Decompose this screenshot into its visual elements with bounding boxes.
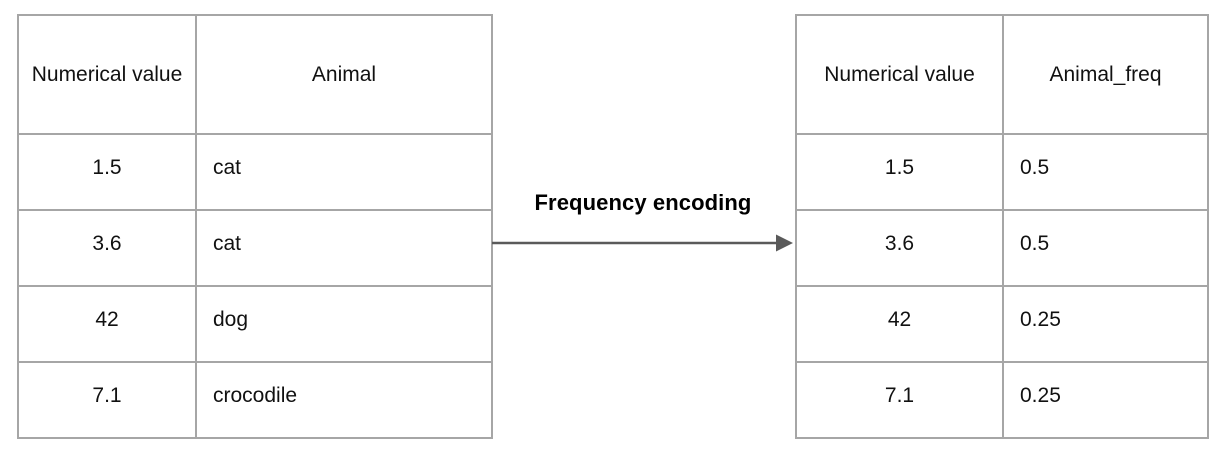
cell-text: cat (213, 156, 242, 179)
result-table: Numerical value Animal_freq 1.5 0.5 3.6 (795, 14, 1209, 439)
cell-text: 0.5 (1020, 232, 1050, 255)
source-cell-value: 42 (17, 285, 197, 363)
result-cell-freq: 0.25 (1002, 285, 1209, 363)
cell-text: 3.6 (92, 232, 122, 255)
source-header-animal: Animal (195, 14, 493, 135)
table-header-row: Numerical value Animal (17, 14, 493, 135)
cell-text: 0.25 (1020, 384, 1061, 407)
result-cell-freq: 0.5 (1002, 133, 1209, 211)
table-row: 1.5 cat (17, 133, 493, 211)
source-cell-animal: cat (195, 209, 493, 287)
header-label: Animal (311, 62, 377, 86)
result-header-animal-freq: Animal_freq (1002, 14, 1209, 135)
result-cell-value: 3.6 (795, 209, 1004, 287)
cell-text: cat (213, 232, 242, 255)
table-row: 1.5 0.5 (795, 133, 1209, 211)
cell-text: 0.25 (1020, 308, 1061, 331)
source-cell-value: 1.5 (17, 133, 197, 211)
transform-label: Frequency encoding (534, 190, 752, 215)
source-cell-value: 7.1 (17, 361, 197, 439)
source-cell-animal: cat (195, 133, 493, 211)
source-table: Numerical value Animal 1.5 cat 3.6 (17, 14, 493, 439)
result-cell-value: 1.5 (795, 133, 1004, 211)
result-cell-freq: 0.25 (1002, 361, 1209, 439)
right-arrow-icon (492, 234, 793, 252)
table-row: 42 dog (17, 285, 493, 363)
source-cell-value: 3.6 (17, 209, 197, 287)
cell-text: 7.1 (884, 384, 915, 407)
table-row: 3.6 0.5 (795, 209, 1209, 287)
transform-annotation: Frequency encoding (490, 190, 796, 260)
cell-text: 42 (887, 308, 912, 331)
header-label: Numerical value (824, 62, 975, 86)
table-header-row: Numerical value Animal_freq (795, 14, 1209, 135)
source-cell-animal: dog (195, 285, 493, 363)
table-row: 7.1 0.25 (795, 361, 1209, 439)
header-label: Numerical value (31, 62, 183, 86)
cell-text: dog (213, 308, 249, 331)
cell-text: 0.5 (1020, 156, 1050, 179)
result-cell-freq: 0.5 (1002, 209, 1209, 287)
source-cell-animal: crocodile (195, 361, 493, 439)
cell-text: crocodile (213, 384, 298, 407)
source-header-numerical-value: Numerical value (17, 14, 197, 135)
result-cell-value: 42 (795, 285, 1004, 363)
header-label: Animal_freq (1049, 62, 1162, 86)
table-row: 7.1 crocodile (17, 361, 493, 439)
result-header-numerical-value: Numerical value (795, 14, 1004, 135)
cell-text: 1.5 (92, 156, 122, 179)
table-row: 42 0.25 (795, 285, 1209, 363)
cell-text: 3.6 (884, 232, 915, 255)
cell-text: 1.5 (884, 156, 915, 179)
result-cell-value: 7.1 (795, 361, 1004, 439)
table-row: 3.6 cat (17, 209, 493, 287)
cell-text: 7.1 (92, 384, 122, 407)
cell-text: 42 (95, 308, 119, 331)
